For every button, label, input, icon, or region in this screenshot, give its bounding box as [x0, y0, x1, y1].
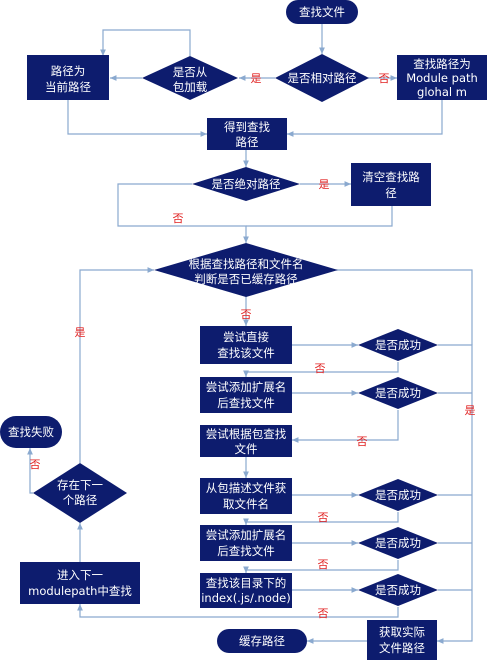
success2-text: 是否成功	[375, 386, 421, 400]
label-success1-no: 否	[315, 362, 326, 375]
got-path-box	[207, 118, 287, 150]
success3-decision	[358, 479, 438, 511]
cache-text-1: 根据查找路径和文件名	[189, 257, 304, 271]
branch-labels: 是 否 是 否 否 否 否 否 否 否 是 是 否	[30, 72, 476, 620]
success2-decision	[358, 377, 438, 409]
success5-text: 是否成功	[375, 583, 421, 597]
is-relative-text: 是否相对路径	[288, 71, 357, 85]
next-exists-text-2: 个路径	[63, 493, 98, 507]
label-absolute-yes: 是	[319, 178, 330, 191]
edge-clear-return	[246, 206, 393, 227]
label-success4-no: 否	[318, 558, 329, 571]
try-direct-text-1: 尝试直接	[223, 330, 269, 344]
got-path-text-2: 路径	[236, 135, 259, 149]
success3-text: 是否成功	[375, 488, 421, 502]
label-absolute-no: 否	[173, 212, 184, 225]
edge-success-bus	[437, 344, 473, 644]
path-module-text-2: Module path	[406, 71, 478, 85]
next-exists-text-1: 存在下一	[57, 478, 103, 492]
path-current-text-2: 当前路径	[45, 80, 91, 94]
get-real-text-2: 文件路径	[379, 641, 425, 655]
enter-next-text-2: modulepath中查找	[28, 584, 132, 598]
enter-next-text-1: 进入下一	[57, 568, 103, 582]
label-exists-no: 否	[30, 458, 41, 471]
start-text: 查找文件	[299, 5, 345, 19]
edge-exists-yes	[79, 267, 154, 463]
is-absolute-decision	[192, 167, 300, 201]
label-success5-no: 否	[318, 607, 329, 620]
label-exists-yes: 是	[75, 326, 86, 339]
edge-success-branches	[438, 392, 472, 591]
path-current-box	[27, 55, 109, 100]
label-cache-no: 否	[241, 308, 252, 321]
nodes	[0, 0, 487, 660]
label-relative-no: 否	[379, 72, 390, 85]
edge-module-to-got	[287, 100, 443, 137]
try-ext2-box	[200, 525, 292, 561]
fail-text: 查找失败	[8, 425, 54, 439]
connectors	[27, 24, 473, 644]
try-direct-text-2: 查找该文件	[217, 346, 275, 360]
path-module-text-1: 查找路径为	[413, 57, 471, 71]
try-package-text-1: 尝试根据包查找	[206, 427, 287, 441]
node-texts: 查找文件 是否相对路径 是否从 包加载 路径为 当前路径 查找路径为 Modul…	[8, 5, 478, 655]
path-module-text-3: glohal m	[417, 85, 467, 99]
get-real-box	[367, 620, 437, 660]
edge-exists-no	[27, 448, 33, 494]
cache-text-2: 判断是否已缓存路径	[194, 272, 298, 286]
enter-next-box	[20, 562, 140, 604]
edge-success2-no	[292, 410, 399, 443]
try-ext-box	[200, 377, 292, 413]
from-desc-text-1: 从包描述文件获	[206, 481, 287, 495]
success5-decision	[358, 574, 438, 606]
try-package-box	[200, 425, 292, 457]
find-index-text-1: 查找该目录下的	[206, 576, 287, 590]
clear-path-text-2: 径	[385, 186, 397, 200]
label-success-yes: 是	[465, 404, 476, 417]
edge-success4-no	[243, 560, 399, 573]
cache-path-terminal	[217, 629, 307, 653]
edge-success3-no	[243, 512, 399, 525]
is-relative-decision	[275, 54, 369, 102]
from-package-text-1: 是否从	[173, 65, 208, 79]
cache-decision	[154, 243, 338, 297]
try-direct-box	[200, 326, 292, 364]
edge-success1-no	[243, 362, 399, 377]
edge-current-to-got	[67, 100, 207, 137]
try-ext2-text-1: 尝试添加扩展名	[206, 528, 287, 542]
find-index-text-2: index(.js/.node)	[201, 591, 291, 605]
path-current-text-1: 路径为	[51, 64, 86, 78]
edge-cache-yes	[336, 269, 473, 345]
next-exists-decision	[33, 463, 127, 523]
edge-success5-no	[77, 604, 399, 618]
get-real-text-1: 获取实际	[379, 625, 425, 639]
success1-decision	[358, 329, 438, 361]
from-desc-text-2: 取文件名	[223, 497, 269, 511]
success4-decision	[358, 527, 438, 559]
from-desc-box	[200, 478, 292, 514]
try-ext-text-2: 后查找文件	[217, 396, 275, 410]
from-package-text-2: 包加载	[173, 80, 208, 94]
edge-absolute-no	[117, 183, 249, 243]
fail-terminal	[0, 416, 62, 448]
try-ext2-text-2: 后查找文件	[217, 544, 275, 558]
edge-package-no-loop	[100, 29, 191, 56]
clear-path-box	[351, 163, 431, 206]
success1-text: 是否成功	[375, 338, 421, 352]
start-terminal	[286, 0, 358, 24]
from-package-decision	[142, 56, 238, 100]
label-relative-yes: 是	[251, 72, 262, 85]
try-package-text-2: 文件	[235, 442, 258, 456]
try-ext-text-1: 尝试添加扩展名	[206, 380, 287, 394]
is-absolute-text: 是否绝对路径	[212, 177, 281, 191]
find-index-box	[200, 573, 292, 608]
clear-path-text-1: 清空查找路	[362, 170, 420, 184]
success4-text: 是否成功	[375, 536, 421, 550]
cache-path-text: 缓存路径	[239, 634, 285, 648]
got-path-text-1: 得到查找	[224, 120, 270, 134]
label-success2-no: 否	[357, 435, 368, 448]
label-success3-no: 否	[318, 511, 329, 524]
path-module-box	[397, 55, 487, 100]
